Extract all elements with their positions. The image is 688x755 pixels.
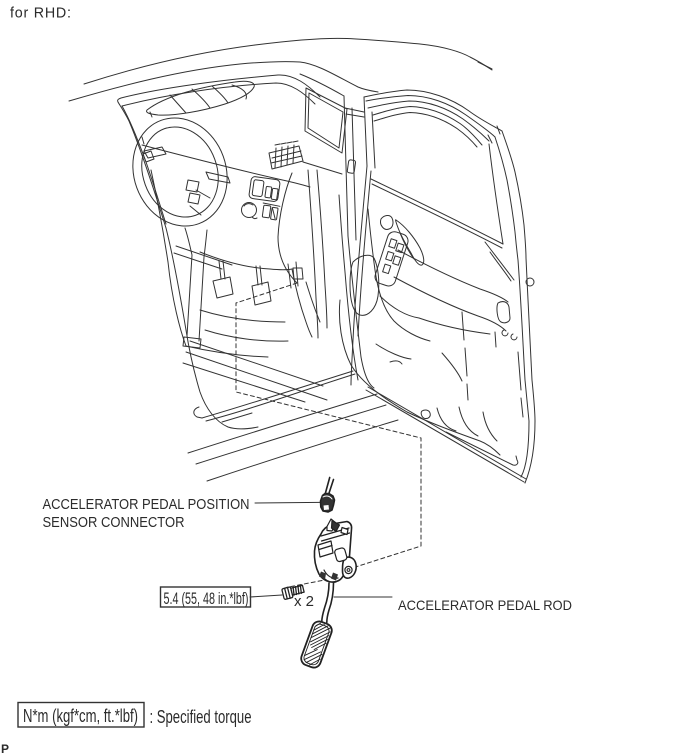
svg-text:SENSOR CONNECTOR: SENSOR CONNECTOR (43, 515, 185, 531)
svg-text:ACCELERATOR PEDAL POSITION: ACCELERATOR PEDAL POSITION (43, 497, 250, 513)
svg-text:N*m (kgf*cm, ft.*lbf): N*m (kgf*cm, ft.*lbf) (23, 706, 138, 726)
svg-text:P: P (1, 742, 9, 755)
svg-text:ACCELERATOR PEDAL ROD: ACCELERATOR PEDAL ROD (398, 597, 572, 613)
svg-text:: Specified torque: : Specified torque (150, 707, 252, 727)
svg-text:5.4 (55, 48 in.*lbf): 5.4 (55, 48 in.*lbf) (164, 589, 249, 608)
svg-text:for RHD:: for RHD: (10, 5, 71, 21)
svg-text:x 2: x 2 (294, 593, 314, 610)
